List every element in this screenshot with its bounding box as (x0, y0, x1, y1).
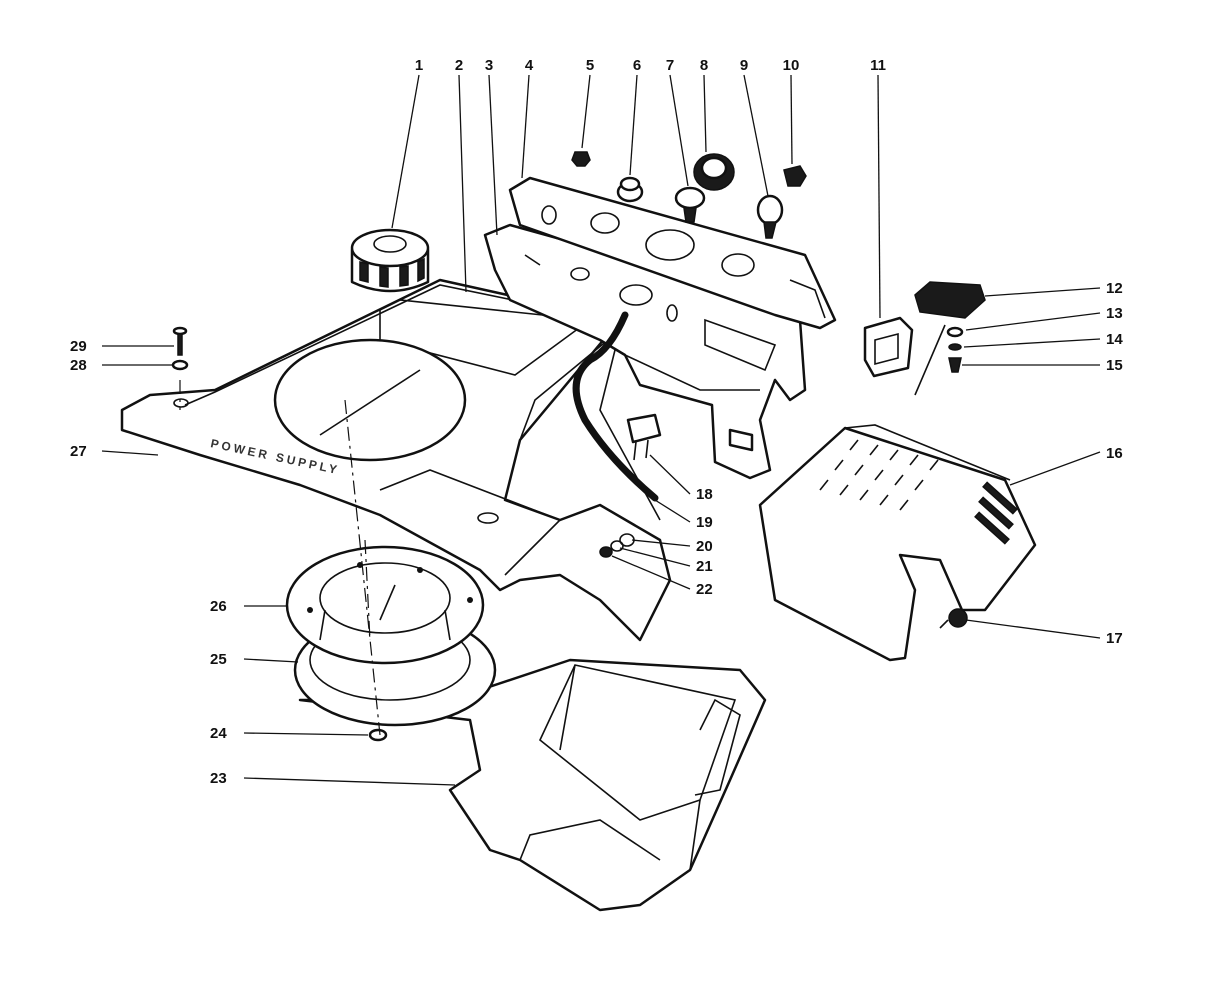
part-13-washer (946, 326, 964, 338)
part-24-washer (368, 728, 388, 742)
callout-7: 7 (666, 57, 674, 74)
part-1-filler-cap (350, 228, 430, 293)
callout-2: 2 (455, 57, 463, 74)
part-8-primer-bulb (693, 153, 735, 191)
part-9-switch (756, 194, 784, 239)
part-23-chute-housing (298, 658, 767, 912)
callout-13: 13 (1106, 305, 1123, 322)
part-18-terminal (626, 413, 662, 461)
callout-17: 17 (1106, 630, 1123, 647)
callout-8: 8 (700, 57, 708, 74)
part-21-lockwasher (610, 540, 624, 552)
part-12-plug (914, 281, 986, 396)
callout-12: 12 (1106, 280, 1123, 297)
callout-29: 29 (70, 338, 87, 355)
callout-19: 19 (696, 514, 713, 531)
callout-21: 21 (696, 558, 713, 575)
callout-18: 18 (696, 486, 713, 503)
part-15-screw (948, 357, 962, 373)
callout-28: 28 (70, 357, 87, 374)
part-5-knob (571, 151, 591, 167)
callout-27: 27 (70, 443, 87, 460)
callout-9: 9 (740, 57, 748, 74)
callout-23: 23 (210, 770, 227, 787)
part-7-switch (674, 186, 706, 223)
part-14-lockwasher (948, 343, 962, 351)
callout-15: 15 (1106, 357, 1123, 374)
callout-14: 14 (1106, 331, 1123, 348)
part-19-hose (572, 311, 659, 502)
part-27-chassis-panel: POWER SUPPLY (120, 278, 672, 642)
callout-16: 16 (1106, 445, 1123, 462)
callout-1: 1 (415, 57, 423, 74)
callout-11: 11 (870, 57, 886, 74)
leader-lines (101, 74, 1101, 786)
callout-3: 3 (485, 57, 493, 74)
part-16-belt-cover (758, 424, 1037, 662)
callout-10: 10 (783, 57, 800, 74)
callout-25: 25 (210, 651, 227, 668)
part-11-receptacle (863, 316, 914, 378)
callout-labels: 1 2 3 4 5 6 7 8 9 10 11 12 13 14 15 16 1… (70, 57, 1123, 787)
callout-22: 22 (696, 581, 713, 598)
callout-24: 24 (210, 725, 227, 742)
part-22-nut (599, 546, 613, 558)
part-10-knob (783, 165, 807, 187)
callout-6: 6 (633, 57, 641, 74)
part-26-upper-flange (285, 545, 485, 665)
part-17-bolt (939, 608, 968, 629)
part-29-screw (172, 326, 188, 356)
callout-26: 26 (210, 598, 227, 615)
callout-5: 5 (586, 57, 594, 74)
part-6-grommet (616, 176, 644, 203)
callout-4: 4 (525, 57, 534, 74)
part-4-panel-frame (508, 176, 837, 330)
part-28-washer (171, 359, 189, 371)
callout-20: 20 (696, 538, 713, 555)
